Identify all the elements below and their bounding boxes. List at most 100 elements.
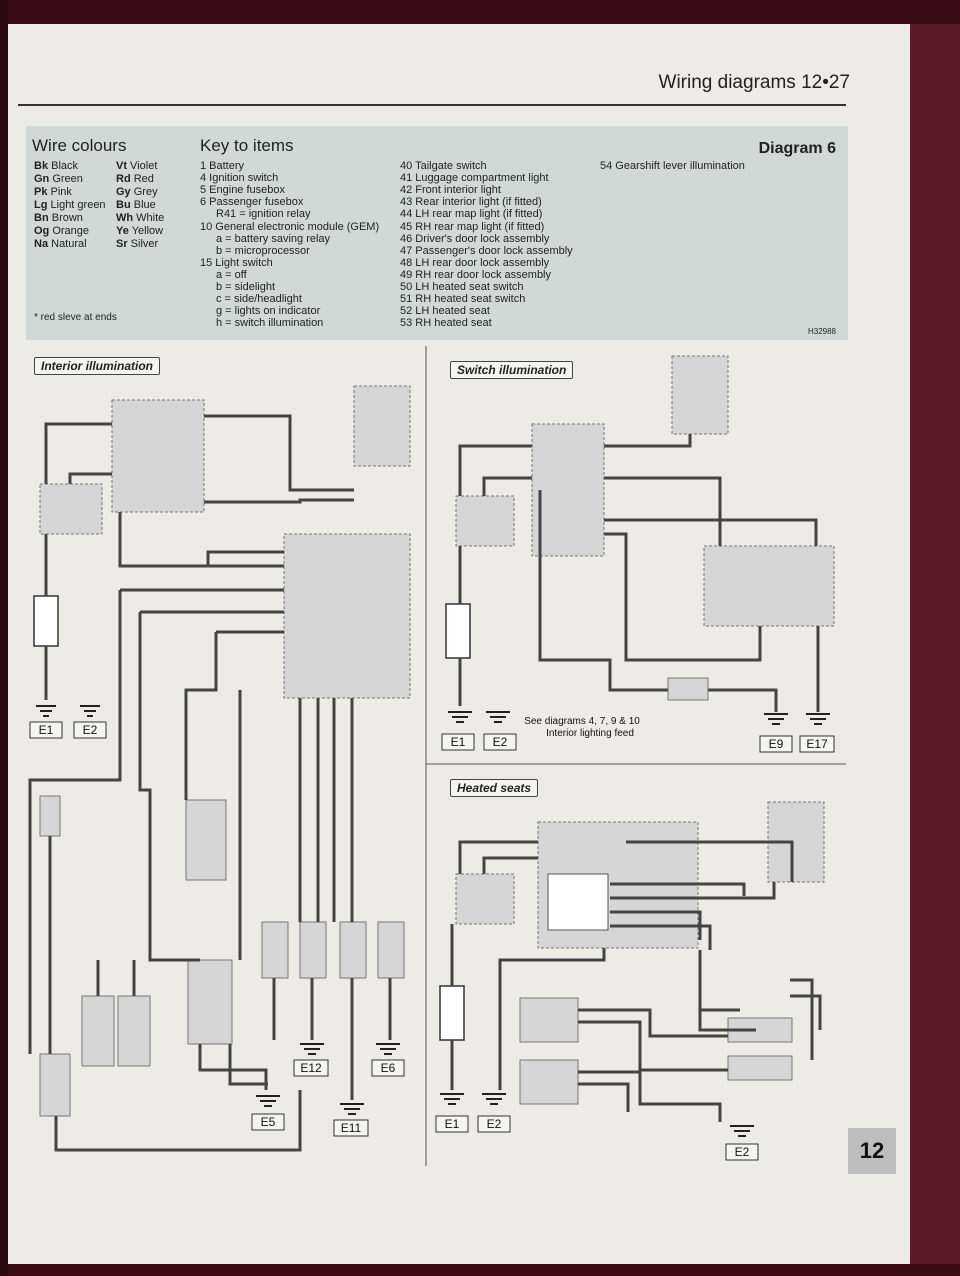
wire-colour-na: Na Natural bbox=[34, 238, 87, 250]
gem-module-10 bbox=[283, 533, 411, 699]
engine-fusebox-5 bbox=[39, 483, 103, 535]
wire-colours-note: * red sleve at ends bbox=[34, 312, 117, 323]
wire-colour-rd: Rd Red bbox=[116, 173, 154, 185]
ground-e1-switch: E1 bbox=[451, 735, 466, 749]
wire-colour-sr: Sr Silver bbox=[116, 238, 159, 250]
key-item: 51 RH heated seat switch bbox=[400, 293, 526, 306]
ground-e2-interior: E2 bbox=[83, 723, 98, 737]
battery-1b bbox=[445, 603, 471, 659]
key-item: 46 Driver's door lock assembly bbox=[400, 232, 550, 245]
wire-colour-og: Og Orange bbox=[34, 225, 90, 237]
wire-colour-bk: Bk Black bbox=[34, 160, 79, 172]
door-lock-46 bbox=[377, 921, 405, 979]
key-to-items-title: Key to items bbox=[200, 136, 294, 155]
key-item: 50 LH heated seat switch bbox=[400, 281, 524, 293]
chapter-tab: 12 bbox=[848, 1128, 896, 1174]
wire-colour-lg: Lg Light green bbox=[34, 199, 106, 211]
ground-e5: E5 bbox=[261, 1115, 276, 1129]
wire-colour-wh: Wh White bbox=[116, 212, 165, 224]
page-header-title: Wiring diagrams 12•27 bbox=[658, 72, 850, 93]
key-item: 40 Tailgate switch bbox=[400, 160, 487, 172]
door-lock-48 bbox=[339, 921, 367, 979]
key-item: b = microprocessor bbox=[216, 244, 310, 257]
key-item: 41 Luggage compartment light bbox=[400, 172, 549, 185]
key-item: 1 Battery bbox=[200, 160, 245, 172]
key-item: R41 = ignition relay bbox=[216, 208, 311, 221]
page-edge bbox=[910, 24, 960, 1264]
reference-code: H32988 bbox=[807, 327, 836, 336]
wire-colour-pk: Pk Pink bbox=[34, 186, 72, 198]
header-rule bbox=[18, 104, 846, 106]
key-item: 6 Passenger fusebox bbox=[200, 196, 304, 209]
ground-e2-heated-right: E2 bbox=[735, 1145, 750, 1159]
wire-colours-title: Wire colours bbox=[32, 136, 127, 155]
lh-map-light-44 bbox=[81, 995, 115, 1067]
ground-e1-heated: E1 bbox=[445, 1117, 460, 1131]
key-item: a = off bbox=[216, 268, 247, 281]
heated-seats-circuit bbox=[439, 801, 825, 1137]
section-heated-seats: Heated seats bbox=[450, 779, 539, 797]
door-lock-49 bbox=[299, 921, 327, 979]
rear-interior-light-43 bbox=[187, 959, 233, 1045]
see-diagrams-note: See diagrams 4, 7, 9 & 10 bbox=[524, 716, 640, 727]
key-item: 44 LH rear map light (if fitted) bbox=[400, 208, 543, 221]
diagram-number: Diagram 6 bbox=[758, 140, 836, 157]
key-item: 52 LH heated seat bbox=[400, 305, 490, 318]
wire-colour-vt: Vt Violet bbox=[116, 160, 158, 172]
ignition-switch-4 bbox=[353, 385, 411, 467]
wire-colour-ye: Ye Yellow bbox=[116, 225, 164, 237]
key-item: a = battery saving relay bbox=[216, 232, 331, 245]
gearshift-light-54 bbox=[667, 677, 709, 701]
ignition-switch-4b bbox=[671, 355, 729, 435]
battery-1c bbox=[439, 985, 465, 1041]
ground-e12: E12 bbox=[300, 1061, 322, 1075]
key-item: 43 Rear interior light (if fitted) bbox=[400, 196, 542, 209]
tailgate-switch-40 bbox=[39, 1053, 71, 1117]
key-item: 4 Ignition switch bbox=[200, 172, 279, 185]
key-item: 54 Gearshift lever illumination bbox=[600, 160, 745, 172]
key-item: g = lights on indicator bbox=[216, 305, 321, 318]
key-item: 49 RH rear door lock assembly bbox=[400, 268, 552, 281]
key-item: c = side/headlight bbox=[216, 293, 302, 306]
key-item: 42 Front interior light bbox=[400, 184, 501, 197]
ground-e9: E9 bbox=[769, 737, 784, 751]
engine-fusebox-5b bbox=[455, 495, 515, 547]
ground-e11: E11 bbox=[341, 1121, 362, 1135]
section-interior-illumination: Interior illumination bbox=[34, 357, 161, 375]
luggage-light-41 bbox=[39, 795, 61, 837]
wire-colour-bn: Bn Brown bbox=[34, 212, 83, 224]
lh-heated-seat-52 bbox=[519, 997, 579, 1043]
rh-seat-switch-51 bbox=[727, 1055, 793, 1081]
key-item: 15 Light switch bbox=[200, 256, 273, 269]
front-interior-light-42 bbox=[185, 799, 227, 881]
key-item: 47 Passenger's door lock assembly bbox=[400, 244, 573, 257]
key-item: 45 RH rear map light (if fitted) bbox=[400, 220, 545, 233]
key-item: 48 LH rear door lock assembly bbox=[400, 256, 550, 269]
ground-e2-heated-left: E2 bbox=[487, 1117, 502, 1131]
rh-map-light-45 bbox=[117, 995, 151, 1067]
ground-e6: E6 bbox=[381, 1061, 396, 1075]
key-item: 5 Engine fusebox bbox=[200, 184, 286, 197]
key-item: 53 RH heated seat bbox=[400, 317, 492, 330]
ignition-relay-r41 bbox=[547, 873, 609, 931]
key-item: 10 General electronic module (GEM) bbox=[200, 220, 380, 233]
wire-colour-bu: Bu Blue bbox=[116, 199, 156, 211]
engine-fusebox-5c bbox=[455, 873, 515, 925]
ground-e1-interior: E1 bbox=[39, 723, 54, 737]
ground-e2-switch: E2 bbox=[493, 735, 508, 749]
book-spine bbox=[0, 0, 8, 1276]
rh-heated-seat-53 bbox=[519, 1059, 579, 1105]
interior-illumination-circuit bbox=[28, 385, 411, 1152]
door-lock-47 bbox=[261, 921, 289, 979]
wire-colour-gy: Gy Grey bbox=[116, 186, 158, 198]
passenger-fusebox-6b bbox=[531, 423, 605, 557]
light-switch-15 bbox=[703, 545, 835, 627]
battery-1 bbox=[33, 595, 59, 647]
wire-colour-gn: Gn Green bbox=[34, 173, 83, 185]
switch-illumination-circuit bbox=[445, 355, 835, 725]
key-panel: Wire colours * red sleve at ends Key to … bbox=[26, 126, 848, 340]
key-item: b = sidelight bbox=[216, 281, 276, 293]
section-switch-illumination: Switch illumination bbox=[450, 361, 574, 379]
ground-e17: E17 bbox=[806, 737, 828, 751]
